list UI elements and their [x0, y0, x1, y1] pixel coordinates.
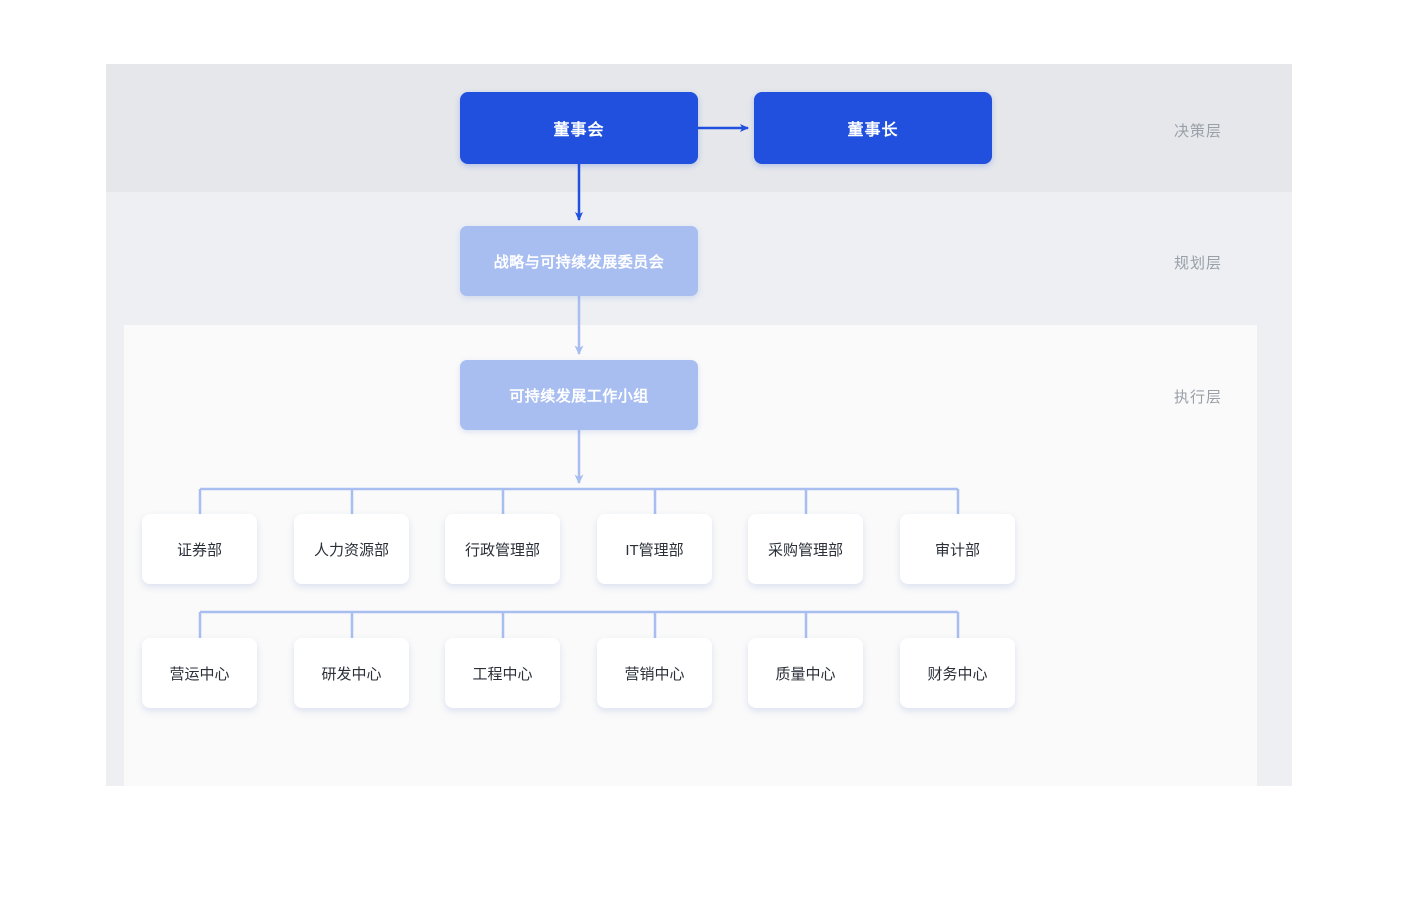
- layer-band-decision: [106, 64, 1292, 192]
- node-dept-it-management[interactable]: IT管理部: [597, 514, 712, 584]
- layer-label-decision: 决策层: [1174, 123, 1223, 140]
- node-dept-securities[interactable]: 证券部: [142, 514, 257, 584]
- node-dept-audit[interactable]: 审计部: [900, 514, 1015, 584]
- node-center-marketing[interactable]: 营销中心: [597, 638, 712, 708]
- node-board-of-directors[interactable]: 董事会: [460, 92, 698, 164]
- node-dept-procurement[interactable]: 采购管理部: [748, 514, 863, 584]
- node-center-finance[interactable]: 财务中心: [900, 638, 1015, 708]
- layer-label-execution: 执行层: [1174, 389, 1223, 406]
- layer-band-planning: [106, 192, 1292, 325]
- layer-label-planning: 规划层: [1174, 255, 1223, 272]
- node-center-engineering[interactable]: 工程中心: [445, 638, 560, 708]
- node-chairman[interactable]: 董事长: [754, 92, 992, 164]
- node-center-operations[interactable]: 营运中心: [142, 638, 257, 708]
- node-strategy-sustainability-committee[interactable]: 战略与可持续发展委员会: [460, 226, 698, 296]
- node-dept-human-resources[interactable]: 人力资源部: [294, 514, 409, 584]
- node-center-rnd[interactable]: 研发中心: [294, 638, 409, 708]
- node-sustainability-workgroup[interactable]: 可持续发展工作小组: [460, 360, 698, 430]
- node-dept-administration[interactable]: 行政管理部: [445, 514, 560, 584]
- node-center-quality[interactable]: 质量中心: [748, 638, 863, 708]
